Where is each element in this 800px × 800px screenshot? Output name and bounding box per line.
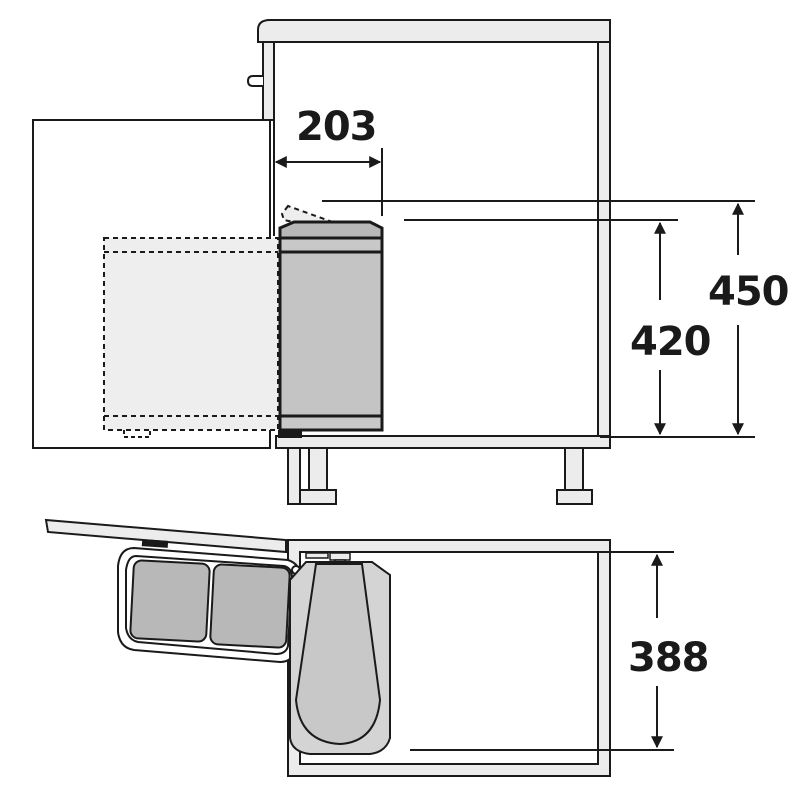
side-elevation-view: 203 420 450: [32, 19, 790, 505]
dimension-203: 203: [274, 104, 383, 216]
dimension-label-450: 450: [708, 269, 789, 315]
door-handle-icon: [246, 75, 263, 87]
cabinet-back-panel: [597, 41, 611, 447]
dimension-450: 450: [322, 200, 790, 436]
dimension-388: 388: [410, 551, 710, 751]
top-plan-view: 388: [44, 518, 710, 777]
dimension-label-388: 388: [628, 635, 709, 681]
waste-bin-side: [278, 220, 384, 438]
door-plan-open: [44, 518, 287, 554]
cabinet-bottom-shelf: [275, 435, 611, 449]
cabinet-legs: [287, 447, 593, 505]
bin-twin-compartment-plan: [117, 546, 302, 664]
bin-compartment-left: [129, 559, 211, 643]
dimension-420: 420: [404, 219, 755, 438]
dimension-label-203: 203: [296, 104, 377, 150]
bin-compartment-right: [209, 563, 291, 649]
bin-carousel-base-plan: [289, 561, 391, 755]
dimension-label-420: 420: [630, 319, 711, 365]
countertop: [257, 19, 611, 43]
cabinet-front-edge: [262, 41, 275, 121]
